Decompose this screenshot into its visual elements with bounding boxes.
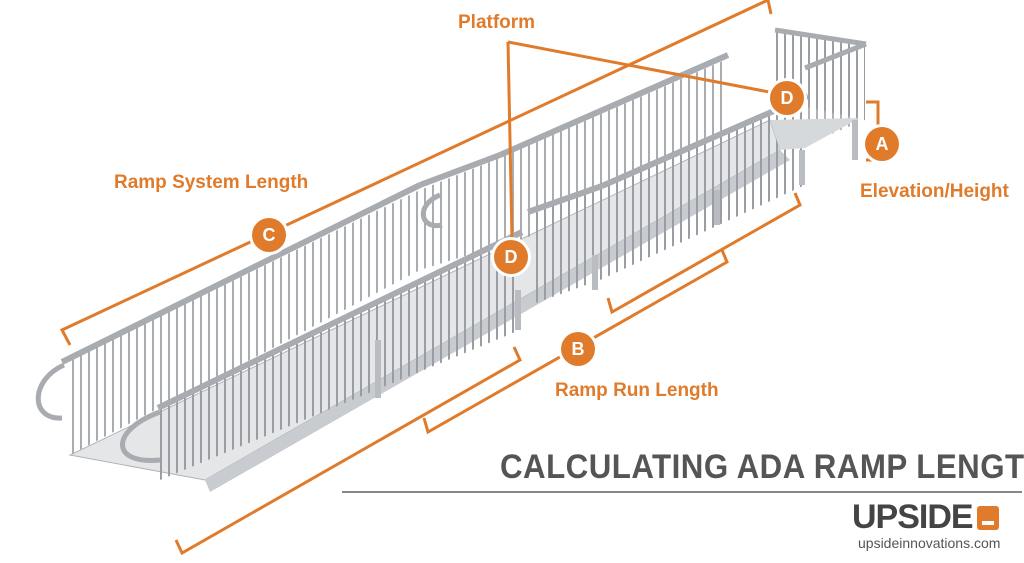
marker-d-upper: D — [770, 81, 804, 115]
handrail-returns — [35, 192, 443, 463]
logo-mark-icon — [976, 505, 999, 530]
page-title: CALCULATING ADA RAMP LENGTH — [500, 448, 1024, 486]
support-legs — [375, 120, 858, 398]
ramp-system-length-label: Ramp System Length — [114, 172, 309, 193]
marker-a: A — [865, 127, 899, 161]
title-divider — [342, 491, 1022, 493]
platform-label: Platform — [458, 12, 536, 33]
marker-c: C — [252, 218, 286, 252]
brand-logo: UPSIDE — [852, 498, 999, 537]
marker-d-lower: D — [494, 240, 528, 274]
brand-name: UPSIDE — [852, 498, 974, 536]
back-railing — [60, 52, 730, 455]
front-railing — [156, 93, 810, 480]
ramp-run-length-label: Ramp Run Length — [555, 380, 719, 401]
marker-b: B — [561, 332, 595, 366]
website-url: upsideinnovations.com — [858, 535, 1001, 551]
elevation-height-label: Elevation/Height — [860, 181, 1009, 202]
